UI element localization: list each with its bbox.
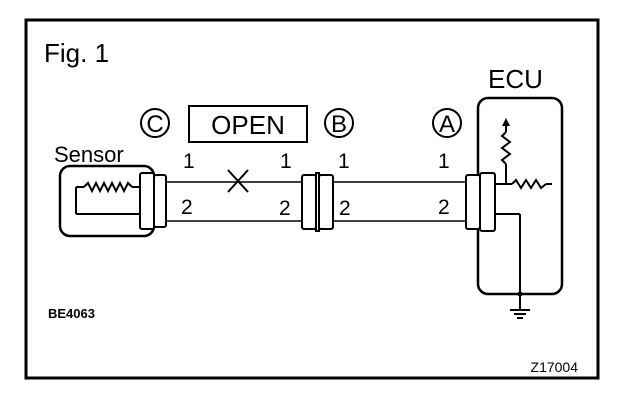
ground-icon <box>510 309 530 319</box>
figure-code-left: BE4063 <box>48 306 95 321</box>
connector-a-badge: A <box>432 108 462 138</box>
ecu-internal-circuit <box>495 118 552 319</box>
pin-a-2: 2 <box>438 196 450 219</box>
resistor-icon <box>511 178 547 190</box>
connector-a-letter: A <box>439 111 455 138</box>
pin-a-1: 1 <box>438 150 450 173</box>
connector-c-letter: C <box>146 111 163 138</box>
sensor-label: Sensor <box>54 142 124 167</box>
figure-code-right: Z17004 <box>531 359 579 375</box>
resistor-icon <box>500 131 512 165</box>
sensor-coil-icon <box>83 180 133 194</box>
open-label: OPEN <box>211 110 285 140</box>
connector-a <box>465 172 496 232</box>
open-label-box <box>188 105 308 143</box>
figure-frame <box>24 18 600 380</box>
ecu-label: ECU <box>488 64 543 94</box>
sensor-internal-circuit <box>75 180 140 215</box>
pin-c-2: 2 <box>181 196 193 219</box>
wiring <box>166 181 466 222</box>
pin-b-left-2: 2 <box>279 197 291 220</box>
connector-c <box>139 172 167 230</box>
pin-b-left-1: 1 <box>280 150 292 173</box>
figure-title: Fig. 1 <box>44 38 109 68</box>
pin-c-1: 1 <box>183 150 195 173</box>
connector-c-badge: C <box>140 108 170 138</box>
connector-b <box>301 172 334 232</box>
junction-dot <box>517 291 523 297</box>
connector-b-letter: B <box>331 111 347 138</box>
pin-b-right-2: 2 <box>339 197 351 220</box>
pin-b-right-1: 1 <box>338 150 350 173</box>
open-break-icon <box>227 169 249 193</box>
connector-b-badge: B <box>324 108 354 138</box>
